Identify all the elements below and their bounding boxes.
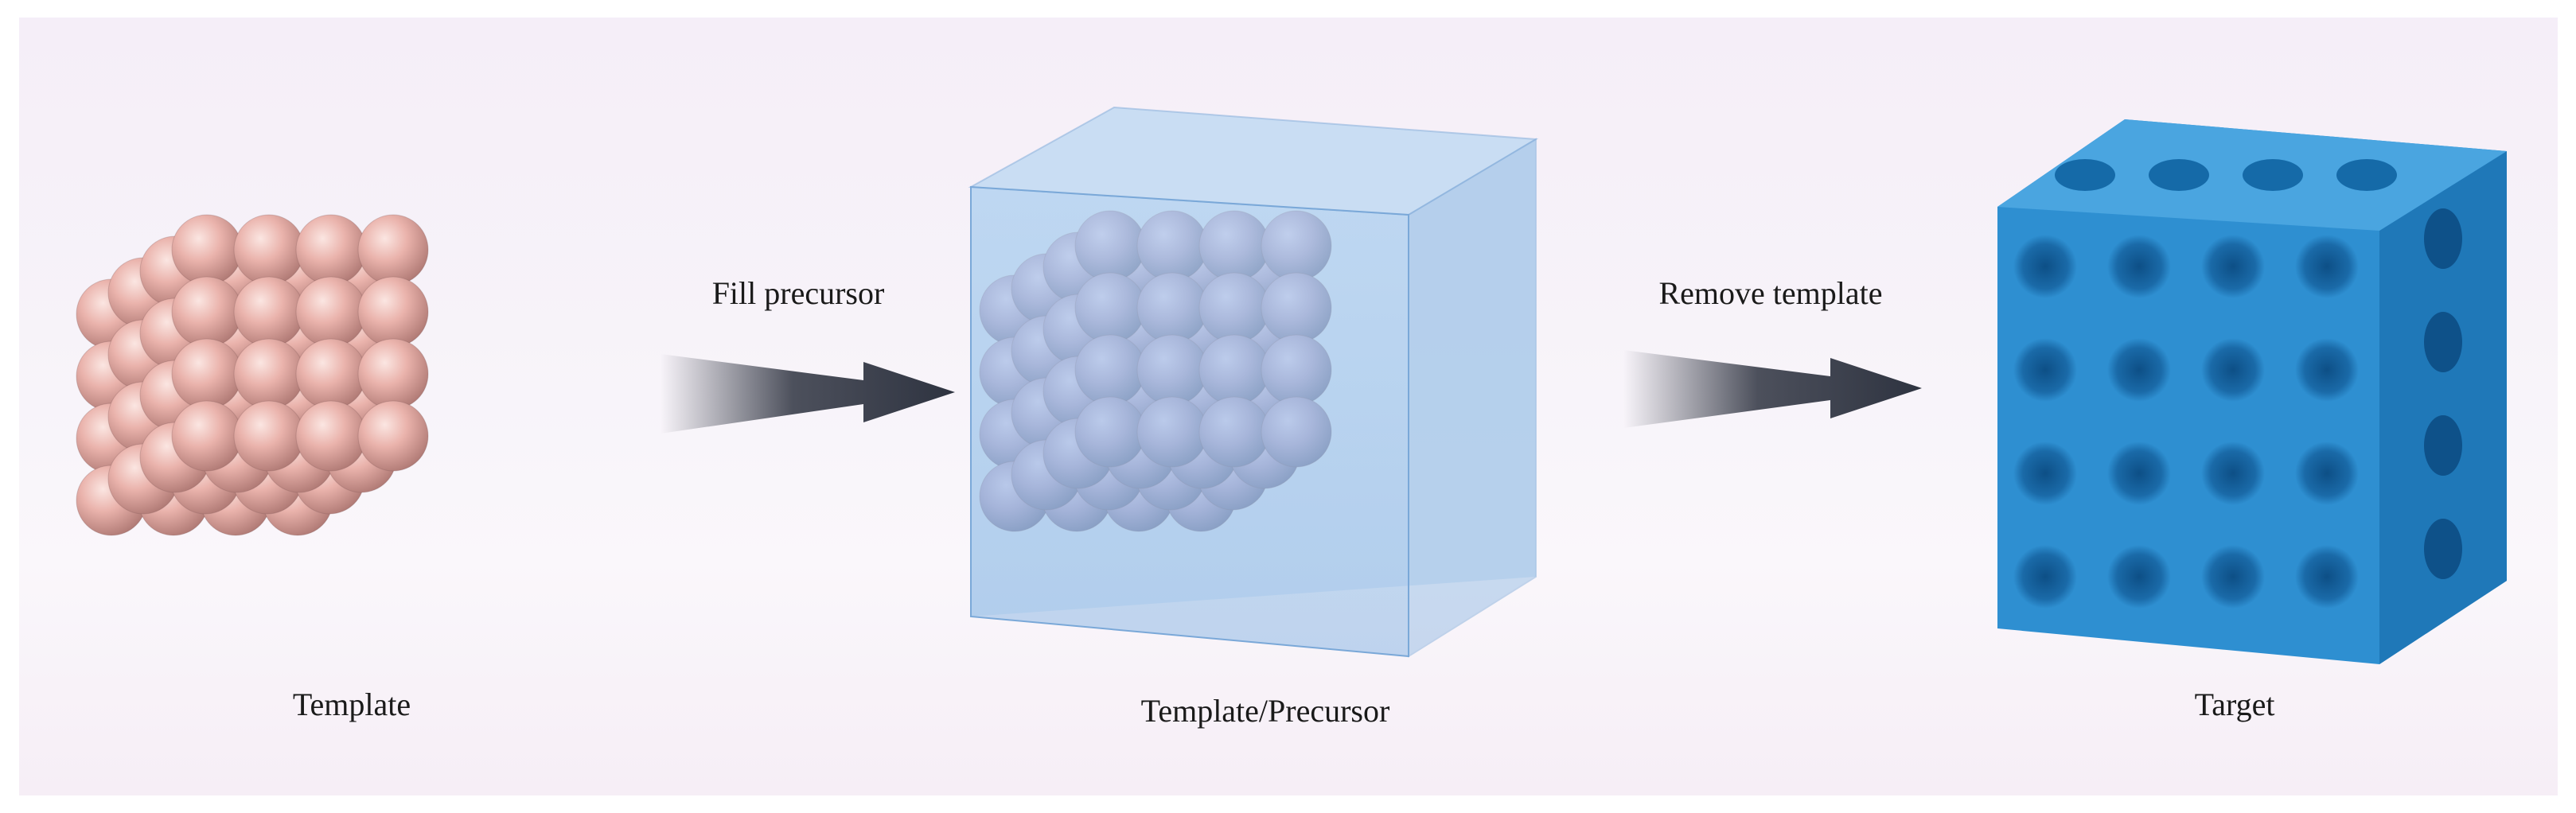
pore bbox=[2424, 312, 2462, 372]
pore bbox=[2149, 159, 2209, 191]
pore bbox=[2336, 159, 2397, 191]
pore bbox=[2107, 545, 2171, 609]
sphere bbox=[295, 214, 367, 286]
sphere bbox=[357, 338, 429, 410]
sphere bbox=[171, 276, 243, 348]
template-sphere-cube bbox=[76, 214, 429, 536]
pore bbox=[2424, 519, 2462, 579]
remove-template-label: Remove template bbox=[1658, 275, 1883, 311]
pore bbox=[2107, 442, 2171, 505]
target-porous-network bbox=[1997, 119, 2507, 664]
pore bbox=[2295, 235, 2359, 298]
sphere bbox=[357, 214, 429, 286]
target-label: Target bbox=[2194, 687, 2275, 722]
sphere bbox=[295, 400, 367, 472]
pore bbox=[2424, 415, 2462, 476]
fill-precursor-arrow bbox=[661, 354, 955, 434]
sphere bbox=[295, 276, 367, 348]
pore bbox=[2243, 159, 2303, 191]
composite-label: Template/Precursor bbox=[1140, 693, 1390, 729]
sphere bbox=[233, 214, 305, 286]
sphere bbox=[171, 400, 243, 472]
pore bbox=[2013, 442, 2077, 505]
precursor-front-face bbox=[970, 185, 1409, 658]
pore bbox=[2201, 235, 2265, 298]
remove-template-arrow bbox=[1623, 350, 1922, 428]
pore bbox=[2295, 545, 2359, 609]
arrow-icon bbox=[661, 354, 955, 434]
precursor-side-face bbox=[1408, 138, 1537, 658]
template-label: Template bbox=[292, 687, 411, 722]
sphere bbox=[233, 276, 305, 348]
pore bbox=[2201, 545, 2265, 609]
sphere bbox=[295, 338, 367, 410]
precursor-top-face bbox=[968, 106, 1539, 216]
pore bbox=[2013, 235, 2077, 298]
arrow-icon bbox=[1623, 350, 1922, 428]
pore bbox=[2055, 159, 2115, 191]
sphere bbox=[357, 276, 429, 348]
fill-precursor-label: Fill precursor bbox=[711, 275, 885, 311]
sphere bbox=[233, 400, 305, 472]
sphere bbox=[171, 338, 243, 410]
pore bbox=[2201, 338, 2265, 402]
pore bbox=[2295, 442, 2359, 505]
sphere bbox=[357, 400, 429, 472]
pore bbox=[2013, 545, 2077, 609]
pore bbox=[2201, 442, 2265, 505]
pore bbox=[2424, 208, 2462, 269]
composite-sphere-cube bbox=[968, 106, 1539, 658]
pore bbox=[2013, 338, 2077, 402]
porous-side-face bbox=[2379, 151, 2507, 664]
pore bbox=[2107, 235, 2171, 298]
sphere bbox=[233, 338, 305, 410]
pore bbox=[2107, 338, 2171, 402]
sphere bbox=[171, 214, 243, 286]
pore bbox=[2295, 338, 2359, 402]
